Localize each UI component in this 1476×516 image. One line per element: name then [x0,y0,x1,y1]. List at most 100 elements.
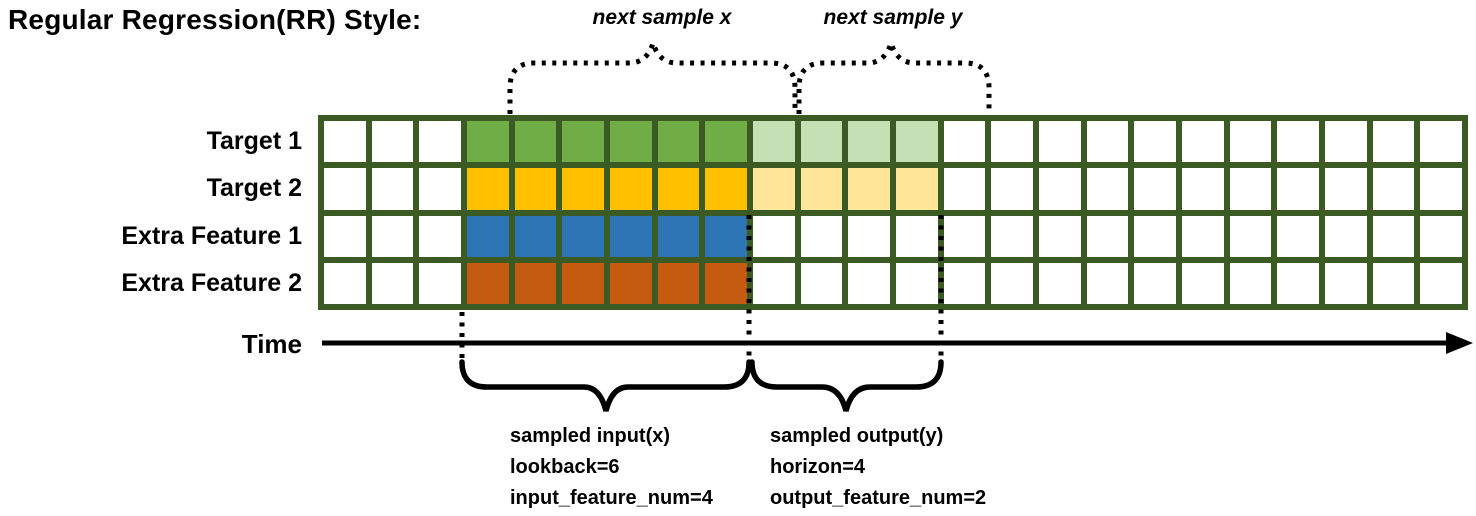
grid-cell [1229,215,1272,257]
lookback-value: lookback=6 [510,456,620,478]
grid-cell [419,215,461,257]
grid-cell [371,121,414,163]
grid-cell [1134,215,1176,257]
sampled-output-brace [749,359,944,412]
grid-cell [1420,262,1462,304]
grid-cell [753,121,795,163]
grid-cell [705,168,747,210]
grid-cell [991,262,1033,304]
grid-cell [1420,121,1462,163]
grid-cell [1182,215,1224,257]
row-label: Target 2 [206,174,302,203]
grid-cell [324,121,366,163]
next-sample-x-brace [507,34,798,114]
grid-cell [371,262,414,304]
sampled-input-note: sampled input(x) lookback=6 input_featur… [510,421,713,514]
grid-cell [514,215,557,257]
output-feature-num-value: output_feature_num=2 [770,487,987,509]
grid-cell [1420,168,1462,210]
grid-cell [1086,121,1129,163]
time-arrowhead [1446,332,1473,354]
grid-cell [705,262,747,304]
grid-cell [1372,215,1415,257]
page-title: Regular Regression(RR) Style: [8,4,422,35]
grid-cell [1039,121,1081,163]
row-label: Extra Feature 1 [121,221,302,250]
grid-cell [657,262,700,304]
grid-cell [991,121,1033,163]
grid-cell [848,262,890,304]
sampled-input-brace [459,359,752,412]
grid-cell [753,168,795,210]
grid-cell [514,262,557,304]
grid-cell [1372,262,1415,304]
sampled-output-note: sampled output(y) horizon=4 output_featu… [770,421,986,514]
grid-cell [1182,262,1224,304]
grid-cell [1325,121,1367,163]
sampled-output-title: sampled output(y) [770,425,944,447]
next-sample-y-brace [796,34,992,114]
grid-cell [1229,262,1272,304]
grid-cell [800,215,843,257]
grid-cell [943,262,986,304]
grid-cell [1182,168,1224,210]
grid-cell [371,215,414,257]
grid-cell [562,121,604,163]
grid-cell [419,121,461,163]
grid-cell [1134,262,1176,304]
grid-cell [753,262,795,304]
next-sample-x-label: next sample x [592,6,732,29]
grid-cell [705,215,747,257]
grid-cell [1325,215,1367,257]
grid-cell [896,121,938,163]
grid-cell [1229,121,1272,163]
grid-cell [1086,168,1129,210]
grid-cell [848,215,890,257]
grid-cell [514,121,557,163]
grid-cell [324,262,366,304]
grid-cell [848,121,890,163]
grid-cell [1134,121,1176,163]
next-sample-y-label: next sample y [823,6,963,29]
grid-cell [1039,262,1081,304]
grid-cell [610,168,652,210]
grid-cell [1277,215,1319,257]
grid-cell [991,168,1033,210]
grid-cell [610,121,652,163]
grid-cell [610,215,652,257]
grid-cell [1277,262,1319,304]
grid-cell [657,121,700,163]
grid-cell [324,168,366,210]
grid-cell [467,215,509,257]
grid-cell [562,262,604,304]
grid-cell [1182,121,1224,163]
grid-cell [1134,168,1176,210]
grid-cell [800,262,843,304]
grid-cell [419,168,461,210]
grid-cell [896,262,938,304]
row-label: Target 1 [206,127,302,156]
grid-cell [562,215,604,257]
grid-cell [896,168,938,210]
grid-cell [371,168,414,210]
grid-cell [324,215,366,257]
grid-cell [1277,168,1319,210]
grid-cell [800,168,843,210]
grid-cell [467,121,509,163]
grid-cell [1039,215,1081,257]
grid-cell [1229,168,1272,210]
grid-cell [943,121,986,163]
grid-cell [1420,215,1462,257]
grid-cell [1039,168,1081,210]
grid-cell [896,215,938,257]
time-label: Time [241,329,302,359]
grid-cell [657,168,700,210]
grid-cell [753,215,795,257]
grid-cell [1277,121,1319,163]
grid-cell [562,168,604,210]
grid-cell [1325,262,1367,304]
grid-cell [848,168,890,210]
sampled-input-title: sampled input(x) [510,425,671,447]
